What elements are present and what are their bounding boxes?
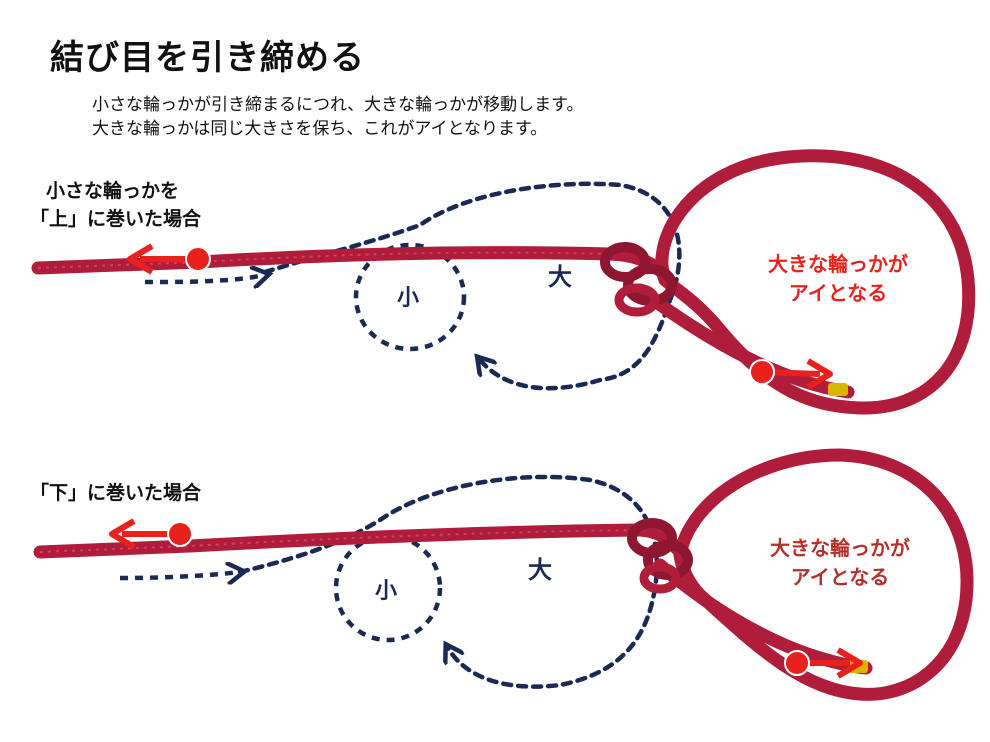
- case1-start-dotted: [144, 275, 265, 282]
- case2-pull-arrow-left: [109, 518, 193, 550]
- case1-label-line-2: 「上」に巻いた場合: [30, 208, 202, 230]
- description-line-1: 小さな輪っかが引き締まるにつれ、大きな輪っかが移動します。: [92, 95, 584, 115]
- case1-pull-arrow-left: [127, 243, 211, 275]
- case2-eye-label-line-2: アイとなる: [790, 565, 890, 589]
- case2-large-loop-label: 大: [528, 556, 552, 584]
- case2-start-dotted: [119, 572, 240, 578]
- case1-eye-label: 大きな輪っかが アイとなる: [748, 248, 928, 306]
- case2-pull-arrow-right: [784, 647, 863, 679]
- case2-diagram: 小 大: [33, 448, 974, 701]
- case2-label: 「下」に巻いた場合: [30, 482, 202, 504]
- case2-eye-label: 大きな輪っかが アイとなる: [750, 532, 930, 590]
- case1-diagram: 小 大: [31, 149, 976, 415]
- description-line-2: 大きな輪っかは同じ大きさを保ち、これがアイとなります。: [92, 119, 548, 139]
- case1-pull-arrow-right: [749, 358, 833, 390]
- case1-eye-label-line-1: 大きな輪っかが: [768, 252, 908, 276]
- case2-large-loop-dotted: [237, 474, 660, 689]
- case2-eye-label-line-1: 大きな輪っかが: [770, 536, 910, 560]
- case1-large-loop-dotted: [262, 181, 682, 391]
- case1-knot: [600, 242, 677, 317]
- case1-large-loop-label: 大: [548, 263, 572, 291]
- case1-small-loop-dotted: [353, 242, 467, 352]
- page-title: 結び目を引き締める: [50, 38, 365, 78]
- case1-eye-label-line-2: アイとなる: [788, 281, 888, 305]
- case2-knot: [627, 518, 693, 594]
- case1-rope-end: [828, 383, 848, 396]
- case2-small-loop-label: 小: [375, 579, 397, 604]
- case1-label-line-1: 小さな輪っかを: [46, 180, 180, 202]
- case2-rope: [33, 523, 685, 559]
- case1-small-loop-label: 小: [397, 286, 419, 311]
